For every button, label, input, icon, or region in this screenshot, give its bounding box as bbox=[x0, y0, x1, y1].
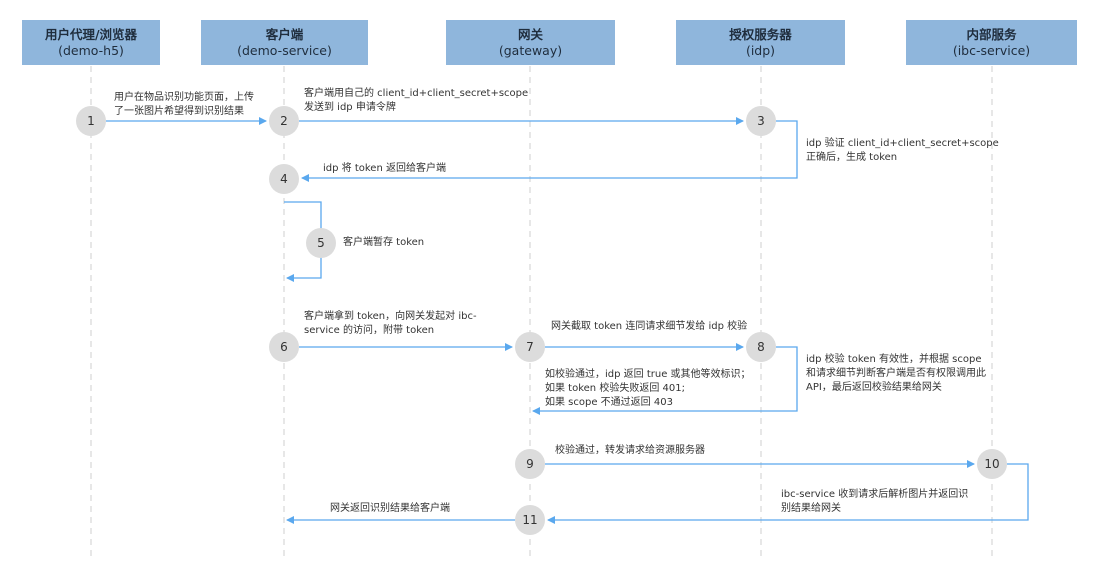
message-line: 客户端拿到 token，向网关发起对 ibc- bbox=[304, 311, 477, 322]
message-2: 客户端用自己的 client_id+client_secret+scope 发送… bbox=[304, 87, 528, 115]
message-line: 如校验通过，idp 返回 true 或其他等效标识； bbox=[545, 369, 751, 380]
message-line: 网关返回识别结果给客户端 bbox=[330, 503, 450, 514]
step-2: 2 bbox=[269, 106, 299, 136]
message-4: idp 将 token 返回给客户端 bbox=[323, 162, 446, 176]
message-8-return: 如校验通过，idp 返回 true 或其他等效标识； 如果 token 校验失败… bbox=[545, 368, 751, 410]
message-line: 了一张图片希望得到识别结果 bbox=[114, 106, 244, 117]
message-line: ibc-service 收到请求后解析图片并返回识 bbox=[781, 489, 969, 500]
message-7: 网关截取 token 连同请求细节发给 idp 校验 bbox=[551, 320, 747, 334]
lane-subtitle: (demo-service) bbox=[237, 42, 332, 58]
lane-header-idp: 授权服务器 (idp) bbox=[676, 20, 845, 65]
step-7: 7 bbox=[515, 332, 545, 362]
message-1: 用户在物品识别功能页面，上传 了一张图片希望得到识别结果 bbox=[114, 91, 254, 119]
message-line: 如果 scope 不通过返回 403 bbox=[545, 397, 673, 408]
message-line: 别结果给网关 bbox=[781, 503, 841, 514]
step-1: 1 bbox=[76, 106, 106, 136]
message-line: 客户端用自己的 client_id+client_secret+scope bbox=[304, 88, 529, 99]
lane-title: 用户代理/浏览器 bbox=[44, 26, 138, 42]
step-6: 6 bbox=[269, 332, 299, 362]
lane-title: 内部服务 bbox=[966, 26, 1017, 42]
message-line: 网关截取 token 连同请求细节发给 idp 校验 bbox=[551, 321, 748, 332]
lane-header-gateway: 网关 (gateway) bbox=[446, 20, 615, 65]
message-6: 客户端拿到 token，向网关发起对 ibc- service 的访问，附带 t… bbox=[304, 310, 477, 338]
lane-header-browser: 用户代理/浏览器 (demo-h5) bbox=[22, 20, 160, 65]
step-8: 8 bbox=[746, 332, 776, 362]
lane-title: 授权服务器 bbox=[729, 26, 792, 42]
message-line: service 的访问，附带 token bbox=[304, 325, 435, 336]
arrow-8-7-return bbox=[532, 346, 798, 415]
message-line: 客户端暂存 token bbox=[343, 237, 425, 248]
lane-subtitle: (idp) bbox=[745, 42, 776, 58]
lane-header-service: 内部服务 (ibc-service) bbox=[906, 20, 1077, 65]
message-line: 用户在物品识别功能页面，上传 bbox=[114, 92, 254, 103]
arrow-3-4 bbox=[301, 120, 798, 182]
message-line: idp 校验 token 有效性，并根据 scope bbox=[806, 354, 982, 365]
message-10: ibc-service 收到请求后解析图片并返回识 别结果给网关 bbox=[781, 488, 968, 516]
step-11: 11 bbox=[515, 505, 545, 535]
message-5: 客户端暂存 token bbox=[343, 236, 424, 250]
lane-title: 网关 bbox=[517, 26, 543, 42]
message-8: idp 校验 token 有效性，并根据 scope 和请求细节判断客户端是否有… bbox=[806, 353, 986, 395]
message-line: 如果 token 校验失败返回 401; bbox=[545, 383, 685, 394]
step-4: 4 bbox=[269, 164, 299, 194]
lane-title: 客户端 bbox=[265, 26, 304, 42]
message-line: 和请求细节判断客户端是否有权限调用此 bbox=[806, 368, 986, 379]
step-5: 5 bbox=[306, 228, 336, 258]
message-9: 校验通过，转发请求给资源服务器 bbox=[555, 444, 705, 458]
lane-subtitle: (ibc-service) bbox=[952, 42, 1031, 58]
step-10: 10 bbox=[977, 449, 1007, 479]
step-9: 9 bbox=[515, 449, 545, 479]
step-3: 3 bbox=[746, 106, 776, 136]
message-11: 网关返回识别结果给客户端 bbox=[330, 502, 450, 516]
lane-subtitle: (gateway) bbox=[498, 42, 563, 58]
message-line: idp 验证 client_id+client_secret+scope bbox=[806, 138, 999, 149]
message-line: 正确后，生成 token bbox=[806, 152, 898, 163]
lane-subtitle: (demo-h5) bbox=[58, 42, 124, 58]
message-line: idp 将 token 返回给客户端 bbox=[323, 163, 446, 174]
message-line: 发送到 idp 申请令牌 bbox=[304, 102, 396, 113]
lane-header-client: 客户端 (demo-service) bbox=[201, 20, 368, 65]
message-line: 校验通过，转发请求给资源服务器 bbox=[555, 445, 705, 456]
arrow-10-11 bbox=[547, 463, 1029, 524]
message-3: idp 验证 client_id+client_secret+scope 正确后… bbox=[806, 137, 999, 165]
message-line: API，最后返回校验结果给网关 bbox=[806, 382, 942, 393]
